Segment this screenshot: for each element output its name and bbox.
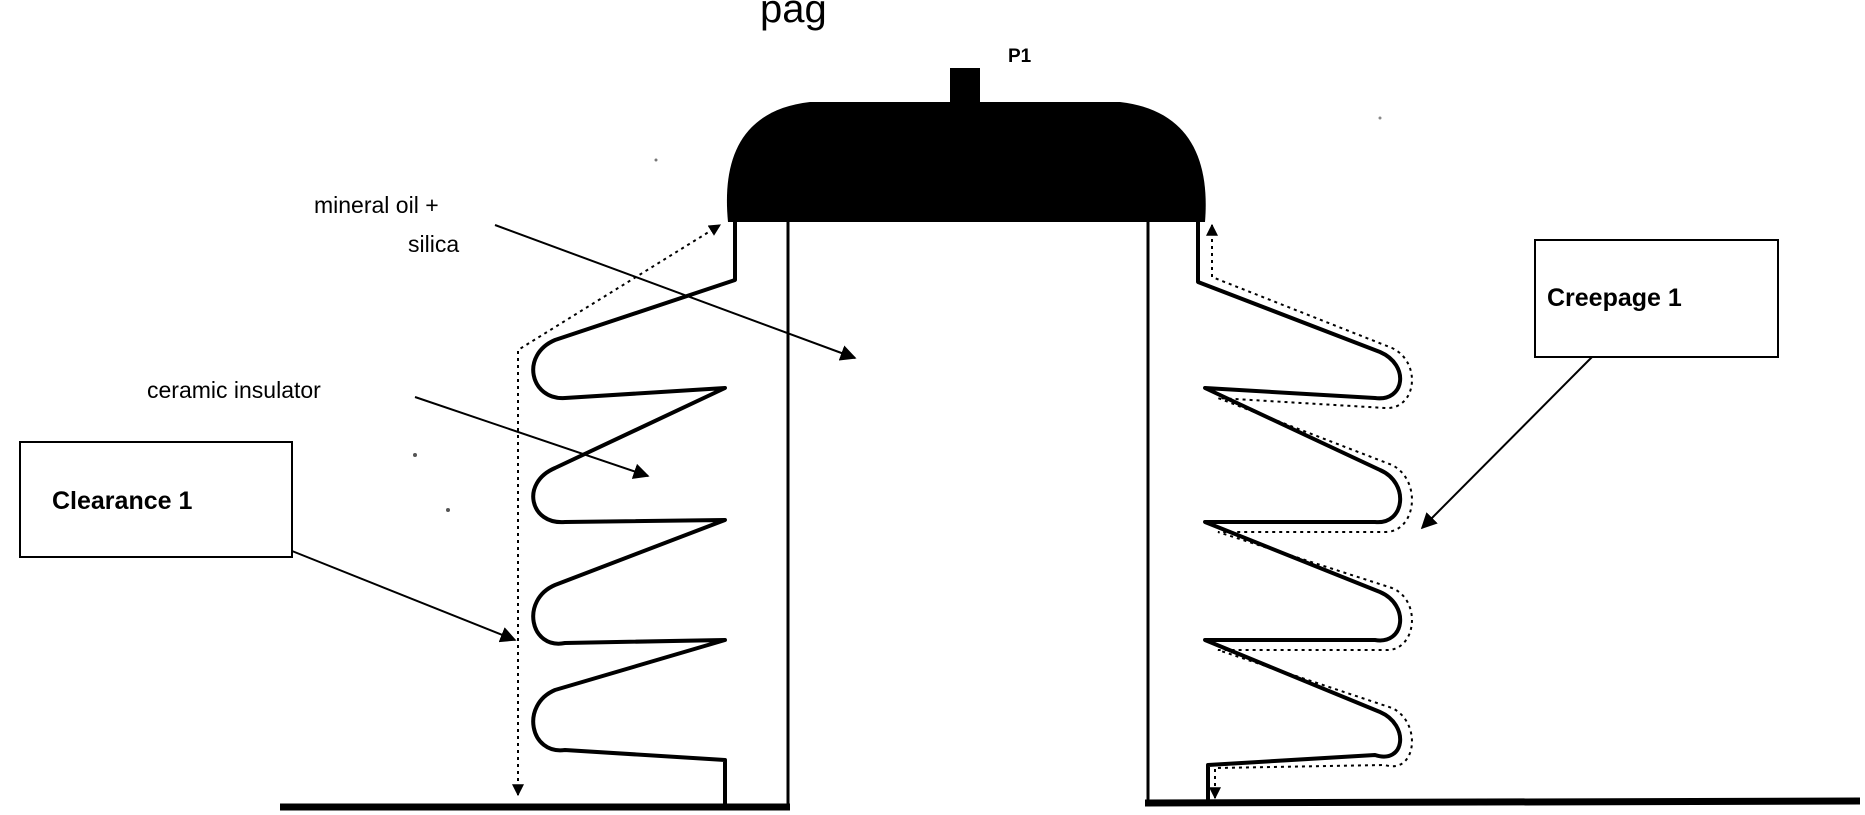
clearance-leader <box>291 550 517 643</box>
clearance-callout: Clearance 1 <box>19 441 293 558</box>
scan-speck <box>1378 116 1382 120</box>
creepage-path <box>1206 223 1413 800</box>
scan-speck <box>654 158 658 162</box>
creepage-label: Creepage 1 <box>1547 284 1682 312</box>
filling-label-line2: silica <box>408 231 459 257</box>
bushing-cap <box>726 102 1206 222</box>
filling-label-line1: mineral oil + <box>314 192 439 218</box>
creepage-callout: Creepage 1 <box>1534 239 1779 358</box>
left-insulator-sheds <box>531 222 737 810</box>
header-partial-text: pag <box>760 0 827 31</box>
insulator-label: ceramic insulator <box>147 377 321 403</box>
terminal-label: P1 <box>1008 46 1032 67</box>
filling-leader <box>494 224 857 361</box>
clearance-path <box>512 224 722 797</box>
clearance-label: Clearance 1 <box>52 487 192 515</box>
creepage-leader <box>1420 356 1593 530</box>
scan-speck <box>413 453 417 457</box>
base-line-right <box>1144 797 1861 807</box>
scan-speck <box>446 508 450 512</box>
terminal-stud <box>950 68 980 104</box>
right-insulator-sheds <box>1196 222 1403 805</box>
insulator-leader <box>414 396 650 479</box>
creepage-box <box>1534 239 1779 358</box>
clearance-box <box>19 441 293 558</box>
